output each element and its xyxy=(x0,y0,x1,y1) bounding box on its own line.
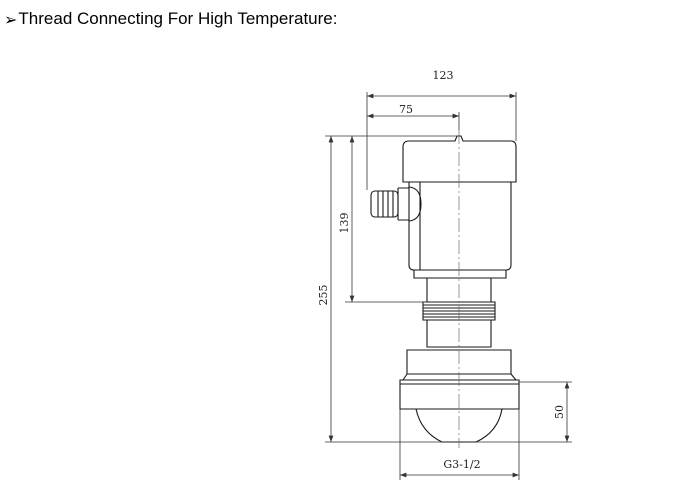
dim-height-flange-label: 50 xyxy=(553,405,566,419)
dim-width-total-label: 123 xyxy=(433,69,454,82)
housing-neck xyxy=(413,270,507,279)
section-heading: ➢ Thread Connecting For High Temperature… xyxy=(4,9,337,29)
flange-ring xyxy=(399,379,520,385)
device-outline xyxy=(370,135,520,443)
dim-height-housing-label: 139 xyxy=(338,213,351,234)
dimension-lines xyxy=(325,92,572,480)
dim-thread-label: G3-1/2 xyxy=(443,458,480,471)
cable-gland-body xyxy=(370,190,399,218)
dim-width-partial-label: 75 xyxy=(399,103,413,116)
heading-text: Thread Connecting For High Temperature: xyxy=(18,9,338,28)
process-connection xyxy=(399,384,520,410)
arrow-bullet-icon: ➢ xyxy=(4,9,18,29)
housing-cap xyxy=(402,135,517,183)
dim-height-total-label: 255 xyxy=(317,285,330,306)
housing-body xyxy=(408,182,512,271)
cable-gland-nut xyxy=(408,186,422,222)
